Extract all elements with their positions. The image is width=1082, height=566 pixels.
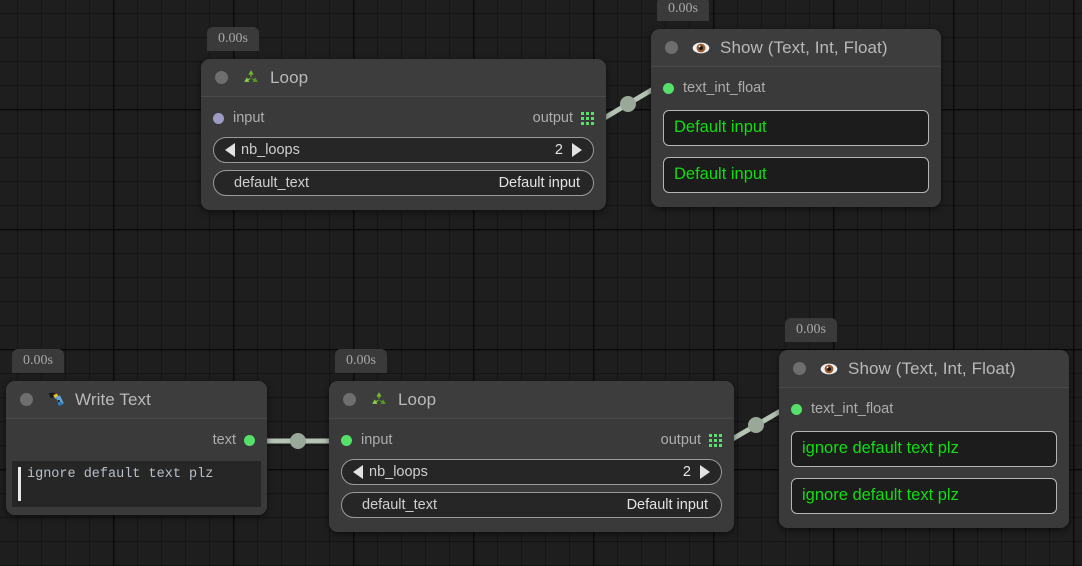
node-header[interactable]: Loop (201, 59, 606, 97)
wire-handle-writetext-loop2[interactable] (290, 433, 306, 449)
widget-nb-loops-stepper[interactable]: nb_loops 2 (341, 459, 722, 485)
node-time-badge: 0.00s (335, 349, 387, 374)
node-time-badge: 0.00s (785, 318, 837, 343)
node-body: text_int_float Default input Default inp… (651, 67, 941, 207)
node-body: input output nb_loops 2 default_text Def… (329, 419, 734, 532)
port-row: input output (341, 429, 722, 451)
widget-default-text[interactable]: default_text Default input (213, 170, 594, 196)
wire-handle-loop2-show2[interactable] (748, 417, 764, 433)
show-value-box: ignore default text plz (791, 478, 1057, 514)
show-value-box: ignore default text plz (791, 431, 1057, 467)
stepper-increment-icon[interactable] (700, 465, 710, 479)
widget-value: 2 (682, 464, 691, 480)
widget-nb-loops-stepper[interactable]: nb_loops 2 (213, 137, 594, 163)
input-port-label: input (233, 110, 265, 126)
node-header[interactable]: Show (Text, Int, Float) (779, 350, 1069, 388)
node-header[interactable]: Loop (329, 381, 734, 419)
widget-value: 2 (554, 142, 563, 158)
node-loop-1[interactable]: 0.00s Loop input (201, 27, 606, 210)
widget-default-text[interactable]: default_text Default input (341, 492, 722, 518)
output-port-grid-icon[interactable] (709, 433, 722, 447)
output-port-dot[interactable] (244, 434, 255, 446)
input-port-dot[interactable] (341, 434, 352, 446)
output-port-grid-icon[interactable] (581, 111, 594, 125)
node-time-badge: 0.00s (12, 349, 64, 374)
node-title: Show (Text, Int, Float) (720, 37, 888, 57)
node-header[interactable]: Write Text (6, 381, 267, 419)
eye-icon (691, 38, 711, 58)
show-value-box: Default input (663, 157, 929, 193)
node-title: Write Text (75, 389, 151, 409)
port-row: text_int_float (663, 77, 929, 99)
show-value-box: Default input (663, 110, 929, 146)
output-port-label: output (660, 432, 701, 448)
wire-loop2-to-show2 (726, 406, 787, 444)
text-cursor (18, 467, 21, 501)
pen-nib-icon (46, 390, 66, 410)
widget-label: default_text (362, 497, 437, 513)
node-body: text ignore default text plz (6, 419, 267, 515)
eye-icon (819, 359, 839, 379)
node-show-2[interactable]: 0.00s Show (Text, Int, Float) text_int_f… (779, 318, 1069, 528)
stepper-increment-icon[interactable] (572, 143, 582, 157)
node-loop-2[interactable]: 0.00s Loop input (329, 349, 734, 532)
input-port-dot[interactable] (213, 112, 224, 124)
port-row: input output (213, 107, 594, 129)
node-body: input output nb_loops 2 default_text Def… (201, 97, 606, 210)
node-title: Loop (270, 67, 309, 87)
node-body: text_int_float ignore default text plz i… (779, 388, 1069, 528)
input-port-dot[interactable] (791, 403, 802, 415)
input-port-label: text_int_float (683, 80, 766, 96)
node-status-dot[interactable] (20, 393, 33, 406)
input-port-dot[interactable] (663, 82, 674, 94)
widget-value: Default input (498, 175, 580, 191)
recycle-icon (241, 68, 261, 88)
node-title: Show (Text, Int, Float) (848, 358, 1016, 378)
node-write-text[interactable]: 0.00s Write Text text (6, 349, 267, 515)
widget-label: nb_loops (241, 142, 300, 158)
stepper-decrement-icon[interactable] (353, 465, 363, 479)
input-port-label: text_int_float (811, 401, 894, 417)
node-title: Loop (398, 389, 437, 409)
widget-label: default_text (234, 175, 309, 191)
widget-label: nb_loops (369, 464, 428, 480)
output-port-label: output (532, 110, 573, 126)
port-row: text_int_float (791, 398, 1057, 420)
wire-loop1-to-show1 (598, 85, 658, 123)
node-header[interactable]: Show (Text, Int, Float) (651, 29, 941, 67)
widget-value: Default input (626, 497, 708, 513)
node-status-dot[interactable] (793, 362, 806, 375)
node-time-badge: 0.00s (657, 0, 709, 22)
wire-handle-loop1-show1[interactable] (620, 96, 636, 112)
stepper-decrement-icon[interactable] (225, 143, 235, 157)
input-port-label: input (361, 432, 393, 448)
node-show-1[interactable]: 0.00s Show (Text, Int, Float) text_int_f… (651, 0, 941, 207)
node-status-dot[interactable] (343, 393, 356, 406)
node-status-dot[interactable] (665, 41, 678, 54)
text-editor-value: ignore default text plz (27, 467, 214, 482)
output-port-label: text (212, 432, 236, 448)
node-time-badge: 0.00s (207, 27, 259, 52)
port-row: text (12, 429, 261, 451)
node-status-dot[interactable] (215, 71, 228, 84)
text-editor[interactable]: ignore default text plz (12, 461, 261, 507)
recycle-icon (369, 390, 389, 410)
